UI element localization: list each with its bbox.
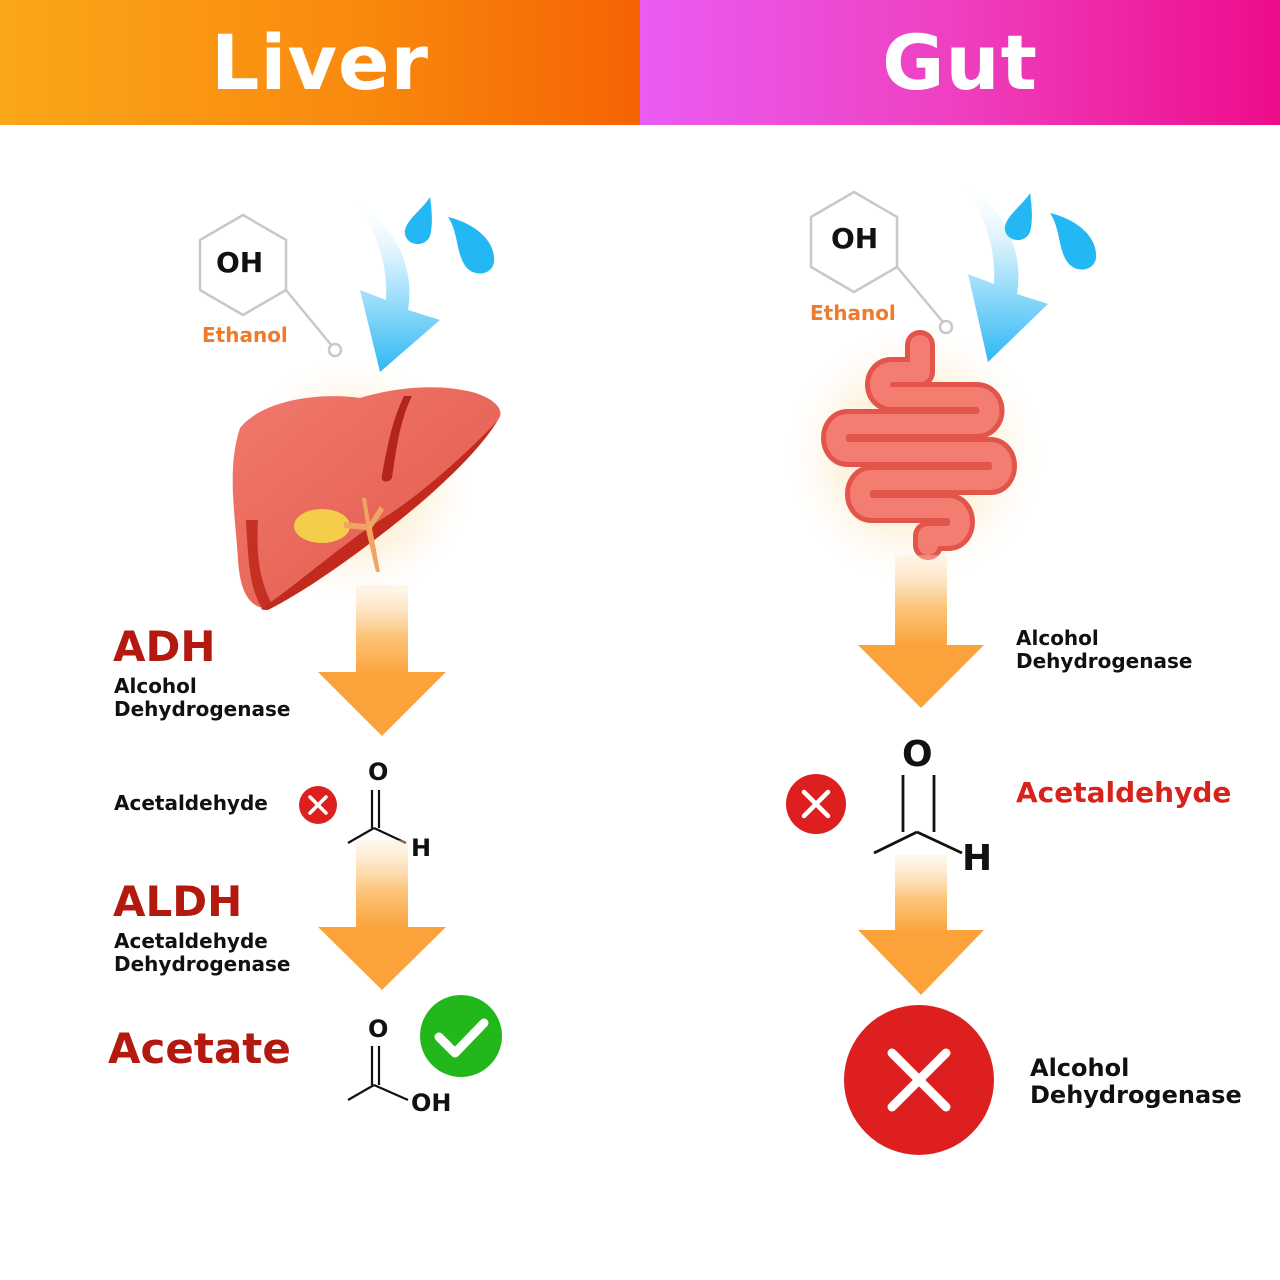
flow-arrow-gut-2 <box>858 855 984 995</box>
water-drop-icon <box>404 197 432 245</box>
ethanol-oh-liver: OH <box>216 246 264 279</box>
acid-o: O <box>368 1015 389 1043</box>
acid-oh: OH <box>411 1089 452 1117</box>
adh-name-line1: Alcohol <box>114 674 197 698</box>
acetaldehyde-structure-liver <box>347 790 407 844</box>
cross-icon <box>299 786 337 824</box>
flow-arrow-liver-2 <box>318 840 446 990</box>
adh-label: ADH <box>113 622 216 671</box>
ethanol-inflow-arrow-liver <box>350 195 440 372</box>
water-drop-icon <box>1050 213 1097 270</box>
intestine-icon <box>821 330 1017 560</box>
cross-icon <box>844 1005 994 1155</box>
gut-enzyme-line2: Dehydrogenase <box>1016 649 1193 673</box>
liver-icon <box>232 387 501 610</box>
liver-header: Liver <box>0 0 640 125</box>
adh-name-line2: Dehydrogenase <box>114 697 291 721</box>
gut-final-line2: Dehydrogenase <box>1030 1081 1242 1109</box>
gut-final-line1: Alcohol <box>1030 1054 1130 1082</box>
ethanol-label-liver: Ethanol <box>202 323 288 347</box>
aldehyde-h-gut: H <box>962 838 993 879</box>
aldh-name-line1: Acetaldehyde <box>114 929 268 953</box>
acetate-structure <box>347 1046 409 1102</box>
gut-enzyme-line1: Alcohol <box>1016 626 1099 650</box>
water-drop-icon <box>1004 193 1032 241</box>
ethanol-label-gut: Ethanol <box>810 301 896 325</box>
flow-arrow-liver-1 <box>318 585 446 736</box>
acetaldehyde-label-liver: Acetaldehyde <box>114 791 268 815</box>
check-icon <box>420 995 502 1077</box>
ethanol-oh-gut: OH <box>831 222 879 255</box>
acetaldehyde-structure-gut <box>873 775 963 855</box>
ethanol-molecule-gut <box>809 190 954 335</box>
aldehyde-h-liver: H <box>411 834 432 862</box>
aldehyde-o-gut: O <box>902 734 933 775</box>
aldh-name-line2: Dehydrogenase <box>114 952 291 976</box>
cross-icon <box>786 774 846 834</box>
gut-header: Gut <box>640 0 1280 125</box>
ethanol-molecule-liver <box>198 213 343 358</box>
flow-arrow-gut-1 <box>858 555 984 708</box>
acetate-label: Acetate <box>108 1024 291 1073</box>
liver-title: Liver <box>210 18 430 107</box>
aldh-label: ALDH <box>113 877 243 926</box>
water-drop-icon <box>448 217 495 274</box>
acetaldehyde-label-gut: Acetaldehyde <box>1016 776 1232 809</box>
aldehyde-o-liver: O <box>368 758 389 786</box>
gut-title: Gut <box>882 18 1038 107</box>
ethanol-inflow-arrow-gut <box>958 178 1048 362</box>
